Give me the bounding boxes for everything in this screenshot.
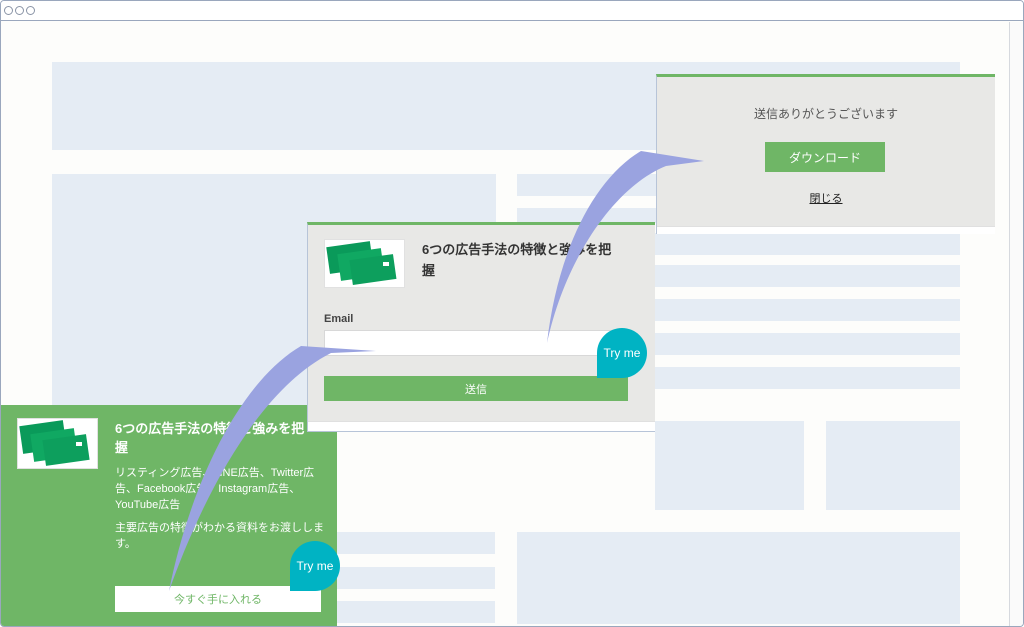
ebook-thumbnail bbox=[324, 239, 405, 288]
placeholder-block bbox=[655, 421, 804, 510]
submit-button[interactable]: 送信 bbox=[324, 376, 628, 401]
window-control-dot[interactable] bbox=[4, 6, 13, 15]
try-me-bubble[interactable]: Try me bbox=[290, 541, 340, 591]
placeholder-block bbox=[517, 532, 960, 624]
placeholder-block bbox=[826, 421, 960, 510]
horizontal-scrollbar[interactable] bbox=[657, 226, 995, 234]
placeholder-line bbox=[337, 567, 495, 589]
close-link[interactable]: 閉じる bbox=[809, 193, 843, 205]
popup-note: 主要広告の特徴がわかる資料をお渡しします。 bbox=[115, 522, 324, 550]
promo-popup-small: 6つの広告手法の特徴と強みを把握 リスティング広告、LINE広告、Twitter… bbox=[1, 405, 337, 626]
placeholder-line bbox=[645, 265, 960, 287]
placeholder-line bbox=[645, 233, 960, 255]
popup-title: 6つの広告手法の特徴と強みを把握 bbox=[115, 421, 305, 455]
placeholder-line bbox=[645, 299, 960, 321]
thank-you-popup: 送信ありがとうございます ダウンロード 閉じる bbox=[656, 74, 995, 234]
horizontal-scrollbar[interactable] bbox=[308, 421, 655, 431]
download-button[interactable]: ダウンロード bbox=[765, 142, 885, 172]
window-titlebar bbox=[1, 1, 1023, 21]
vertical-scrollbar[interactable] bbox=[1009, 22, 1023, 626]
window-control-dot[interactable] bbox=[15, 6, 24, 15]
email-label: Email bbox=[324, 313, 354, 325]
popup-description: リスティング広告、LINE広告、Twitter広告、Facebook広告、Ins… bbox=[115, 467, 315, 511]
placeholder-line bbox=[337, 601, 495, 623]
email-field[interactable] bbox=[324, 330, 628, 356]
thank-you-message: 送信ありがとうございます bbox=[753, 107, 898, 121]
placeholder-line bbox=[645, 333, 960, 355]
ebook-thumbnail bbox=[17, 418, 98, 469]
window-control-dot[interactable] bbox=[26, 6, 35, 15]
try-me-bubble[interactable]: Try me bbox=[597, 328, 647, 378]
placeholder-line bbox=[645, 367, 960, 389]
popup-title: 6つの広告手法の特徴と強みを把握 bbox=[422, 242, 612, 278]
placeholder-line bbox=[337, 532, 495, 554]
email-form-popup: 6つの広告手法の特徴と強みを把握 Email 送信 bbox=[307, 222, 655, 432]
